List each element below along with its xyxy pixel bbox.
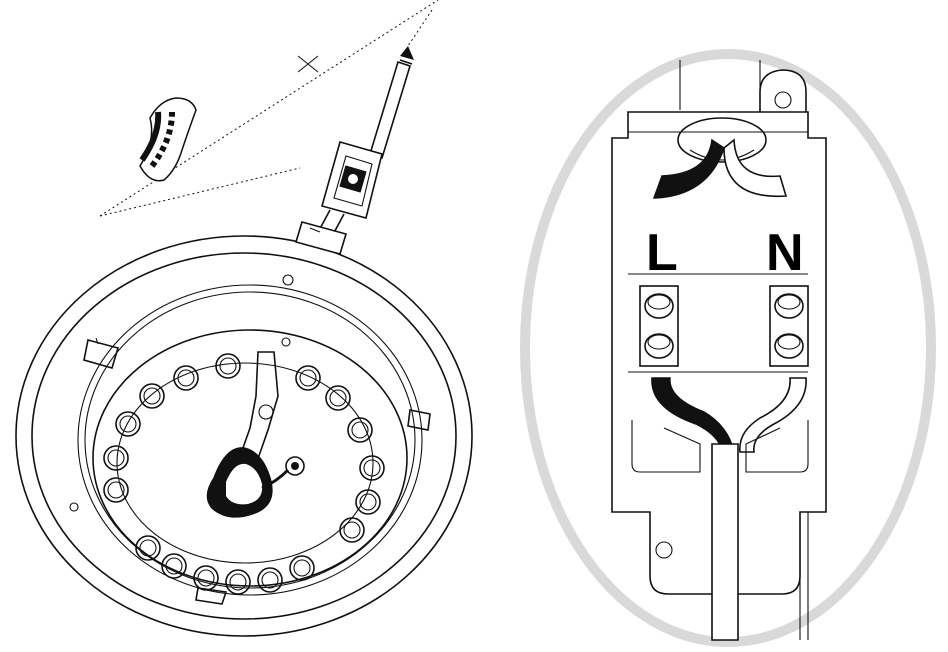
led-icon — [135, 535, 161, 561]
cross-mark-icon — [297, 55, 319, 73]
led-icon — [193, 565, 219, 591]
led-icon — [225, 569, 251, 595]
led-icon — [215, 353, 241, 379]
led-icon — [339, 517, 365, 543]
led-icon — [103, 445, 129, 471]
neutral-terminal-label: N — [766, 224, 804, 282]
led-icon — [103, 477, 129, 503]
cable-grommet-icon — [206, 447, 273, 518]
clip-icon — [407, 409, 431, 431]
led-icon — [115, 411, 141, 437]
led-icon — [173, 365, 199, 391]
ceiling-light-base — [15, 235, 473, 637]
led-icon — [139, 383, 165, 409]
led-icon — [359, 455, 385, 481]
stripped-cable-icon — [139, 97, 197, 182]
led-icon — [347, 417, 373, 443]
led-icon — [161, 553, 187, 579]
led-icon — [289, 555, 315, 581]
neutral-terminal-screws-icon — [769, 285, 809, 367]
led-ring — [103, 353, 385, 595]
live-terminal-screws-icon — [639, 285, 679, 367]
clip-icon — [83, 337, 120, 369]
live-terminal-label: L — [646, 224, 678, 282]
magnified-connection: L N — [520, 49, 936, 647]
led-icon — [257, 567, 283, 593]
led-icon — [325, 385, 351, 411]
led-icon — [295, 365, 321, 391]
clip-icon — [195, 587, 228, 605]
screwdriver-icon — [369, 46, 414, 160]
terminal-block-icon — [294, 141, 383, 255]
guide-lines — [99, 0, 439, 217]
led-icon — [355, 489, 381, 515]
